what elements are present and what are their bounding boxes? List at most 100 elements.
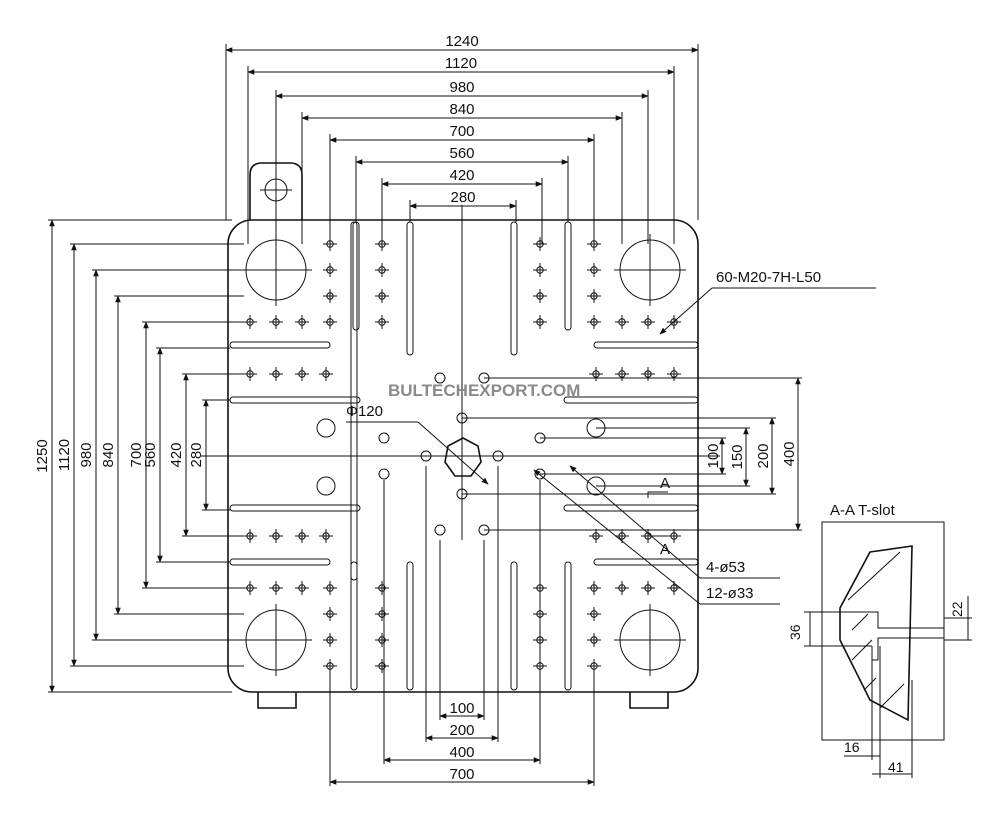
t-slot <box>229 341 331 349</box>
threaded-hole <box>641 367 655 381</box>
holes-53-label: 4-ø53 <box>706 559 745 576</box>
top-dim-1120: 1120 <box>445 55 477 72</box>
top-dim-280: 280 <box>450 189 475 206</box>
tslot-section: A-A T-slot 36 22 16 41 <box>787 502 972 778</box>
bottom-dim-100: 100 <box>449 700 474 717</box>
threaded-hole <box>323 315 337 329</box>
threaded-hole <box>641 581 655 595</box>
top-dim-700: 700 <box>449 123 474 140</box>
t-slot <box>593 341 699 349</box>
threaded-hole <box>323 659 337 673</box>
threaded-hole <box>269 367 283 381</box>
top-dim-1240: 1240 <box>445 33 478 50</box>
threaded-hole <box>375 315 389 329</box>
left-dim-1120: 1120 <box>56 439 73 471</box>
threaded-hole <box>323 633 337 647</box>
threaded-hole <box>375 581 389 595</box>
t-slot <box>510 221 518 356</box>
threaded-hole <box>295 529 309 543</box>
left-dim-700: 700 <box>128 442 145 467</box>
threaded-hole <box>319 367 333 381</box>
t-slot <box>406 561 414 691</box>
threaded-hole <box>667 367 681 381</box>
threaded-hole <box>533 289 547 303</box>
platen-outline <box>227 162 699 709</box>
tslot-title: A-A T-slot <box>830 502 896 519</box>
threaded-hole <box>587 607 601 621</box>
t-slots <box>229 221 699 691</box>
t-slot <box>564 561 572 691</box>
t-slot <box>593 558 699 566</box>
threaded-hole <box>533 315 547 329</box>
threaded-hole <box>295 315 309 329</box>
right-dim-200: 200 <box>755 443 772 468</box>
threaded-hole <box>615 315 629 329</box>
threaded-hole <box>533 263 547 277</box>
t-slot <box>350 561 358 691</box>
t-slot <box>564 221 572 331</box>
watermark: BULTECHEXPORT.COM <box>388 381 580 400</box>
t-slot <box>229 396 361 404</box>
tslot-dim-36: 36 <box>787 624 803 640</box>
section-mark-upper: A <box>660 475 670 492</box>
left-dim-980: 980 <box>78 442 95 467</box>
thread-callout-label: 60-M20-7H-L50 <box>716 269 821 286</box>
threaded-hole <box>589 529 603 543</box>
t-slot <box>352 221 360 331</box>
t-slot <box>406 221 414 356</box>
threaded-hole <box>641 315 655 329</box>
t-slot <box>350 221 358 581</box>
section-mark-lower: A <box>660 541 670 558</box>
threaded-hole <box>323 263 337 277</box>
threaded-hole <box>615 367 629 381</box>
tslot-dim-41: 41 <box>888 759 904 775</box>
threaded-hole <box>587 263 601 277</box>
threaded-hole <box>269 529 283 543</box>
threaded-hole <box>375 263 389 277</box>
right-dim-150: 150 <box>729 444 746 469</box>
left-dim-280: 280 <box>188 442 205 467</box>
threaded-hole <box>323 607 337 621</box>
right-dim-400: 400 <box>781 441 798 466</box>
threaded-hole <box>295 367 309 381</box>
callouts: BULTECHEXPORT.COM Φ120 60-M20-7H-L50 4-ø… <box>346 269 876 605</box>
center-hole-label: Φ120 <box>346 403 383 420</box>
t-slot <box>229 558 331 566</box>
threaded-hole <box>589 367 603 381</box>
threaded-hole <box>375 633 389 647</box>
t-slot <box>563 504 699 512</box>
left-dim-1250: 1250 <box>34 439 51 472</box>
threaded-hole <box>319 529 333 543</box>
top-dim-560: 560 <box>449 145 474 162</box>
bottom-dim-700: 700 <box>449 766 474 783</box>
top-dim-980: 980 <box>449 79 474 96</box>
threaded-hole <box>269 315 283 329</box>
threaded-hole <box>587 289 601 303</box>
tslot-dim-16: 16 <box>844 739 860 755</box>
threaded-hole <box>533 237 547 251</box>
threaded-hole <box>615 581 629 595</box>
threaded-hole <box>269 581 283 595</box>
threaded-hole <box>587 633 601 647</box>
t-slot <box>563 396 699 404</box>
left-dim-560: 560 <box>142 442 159 467</box>
bottom-dim-200: 200 <box>449 722 474 739</box>
right-dim-100: 100 <box>705 443 722 468</box>
threaded-hole <box>587 581 601 595</box>
tie-bar-holes <box>240 234 686 676</box>
center-features <box>200 205 720 540</box>
threaded-hole <box>587 659 601 673</box>
t-slot <box>510 561 518 691</box>
threaded-hole <box>375 607 389 621</box>
threaded-hole <box>587 315 601 329</box>
t-slot <box>229 504 361 512</box>
holes-33-label: 12-ø33 <box>706 585 754 602</box>
top-dim-420: 420 <box>449 167 474 184</box>
threaded-hole <box>323 289 337 303</box>
tslot-dim-22: 22 <box>949 601 965 617</box>
threaded-hole <box>375 659 389 673</box>
left-dim-420: 420 <box>168 442 185 467</box>
left-dim-840: 840 <box>100 442 117 467</box>
